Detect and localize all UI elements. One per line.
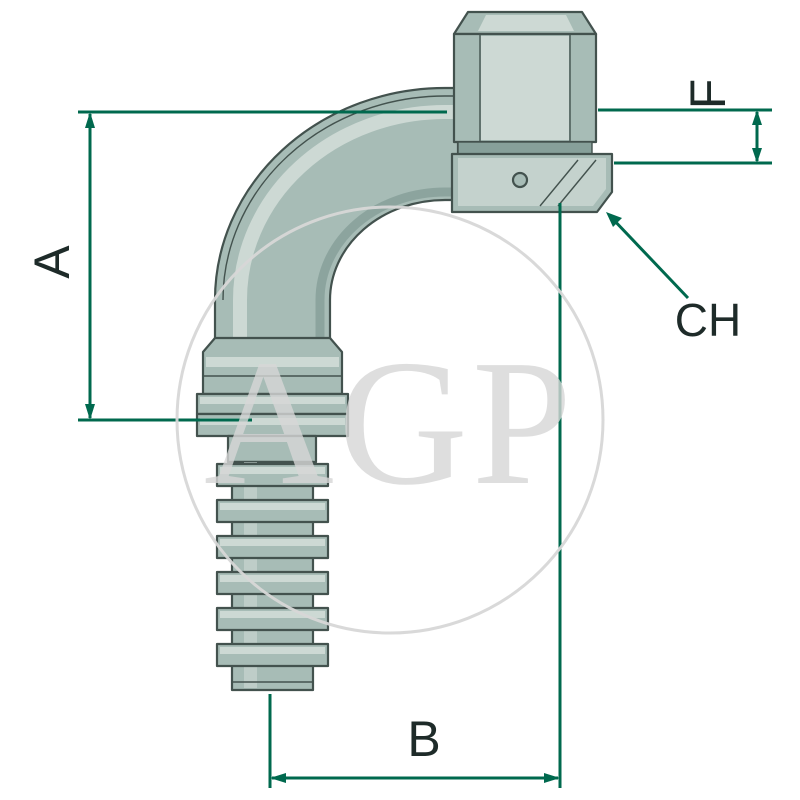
dim-b-label: B — [407, 711, 440, 767]
dim-a-label: A — [24, 245, 80, 279]
barb-ridge-highlight — [220, 611, 325, 618]
barb-ridge-highlight — [220, 575, 325, 582]
ch-label: CH — [675, 294, 741, 346]
dimension-a: A — [24, 110, 447, 422]
fitting-drawing — [195, 10, 614, 692]
ch-leader-line — [608, 214, 690, 300]
watermark-circle — [175, 205, 605, 635]
elbow-bore-shade-band — [315, 187, 456, 348]
dim-a-arrow-bottom — [85, 404, 95, 420]
watermark: AGP — [175, 205, 605, 635]
dim-f-label: F — [680, 79, 736, 110]
flange-hatch-line — [539, 159, 579, 207]
barb-ridge-highlight — [220, 467, 325, 474]
barb-ridge-highlight — [220, 539, 325, 546]
dim-a-arrow-top — [85, 112, 95, 128]
collar-ring-1-highlight — [200, 397, 345, 404]
dimension-f: F — [598, 79, 772, 165]
barb-ridge-highlight — [220, 647, 325, 654]
barb-neck — [226, 434, 318, 464]
collar-flare-highlight — [206, 357, 339, 367]
collar-ring-2-highlight — [200, 418, 345, 425]
elbow-tube-body — [213, 86, 460, 350]
flange-hatch-line — [557, 159, 597, 207]
nut-facet-highlight — [481, 36, 569, 140]
dim-f-arrow-bottom — [752, 148, 762, 163]
nut-groove — [457, 141, 593, 155]
seal-ball-detail — [511, 171, 529, 189]
elbow-outer-wall-line — [222, 95, 458, 301]
dim-f-arrow-top — [752, 110, 762, 125]
flange-inner-face — [458, 158, 606, 206]
nut-top-chamfer-highlight — [478, 15, 574, 31]
ch-arrowhead — [606, 212, 622, 227]
dim-b-arrow-left — [270, 773, 286, 783]
dimension-b: B — [268, 203, 562, 788]
barb-ridge-highlight — [220, 503, 325, 510]
watermark-text: AGP — [204, 323, 576, 522]
ch-callout: CH — [606, 212, 741, 346]
dim-b-arrow-right — [544, 773, 560, 783]
